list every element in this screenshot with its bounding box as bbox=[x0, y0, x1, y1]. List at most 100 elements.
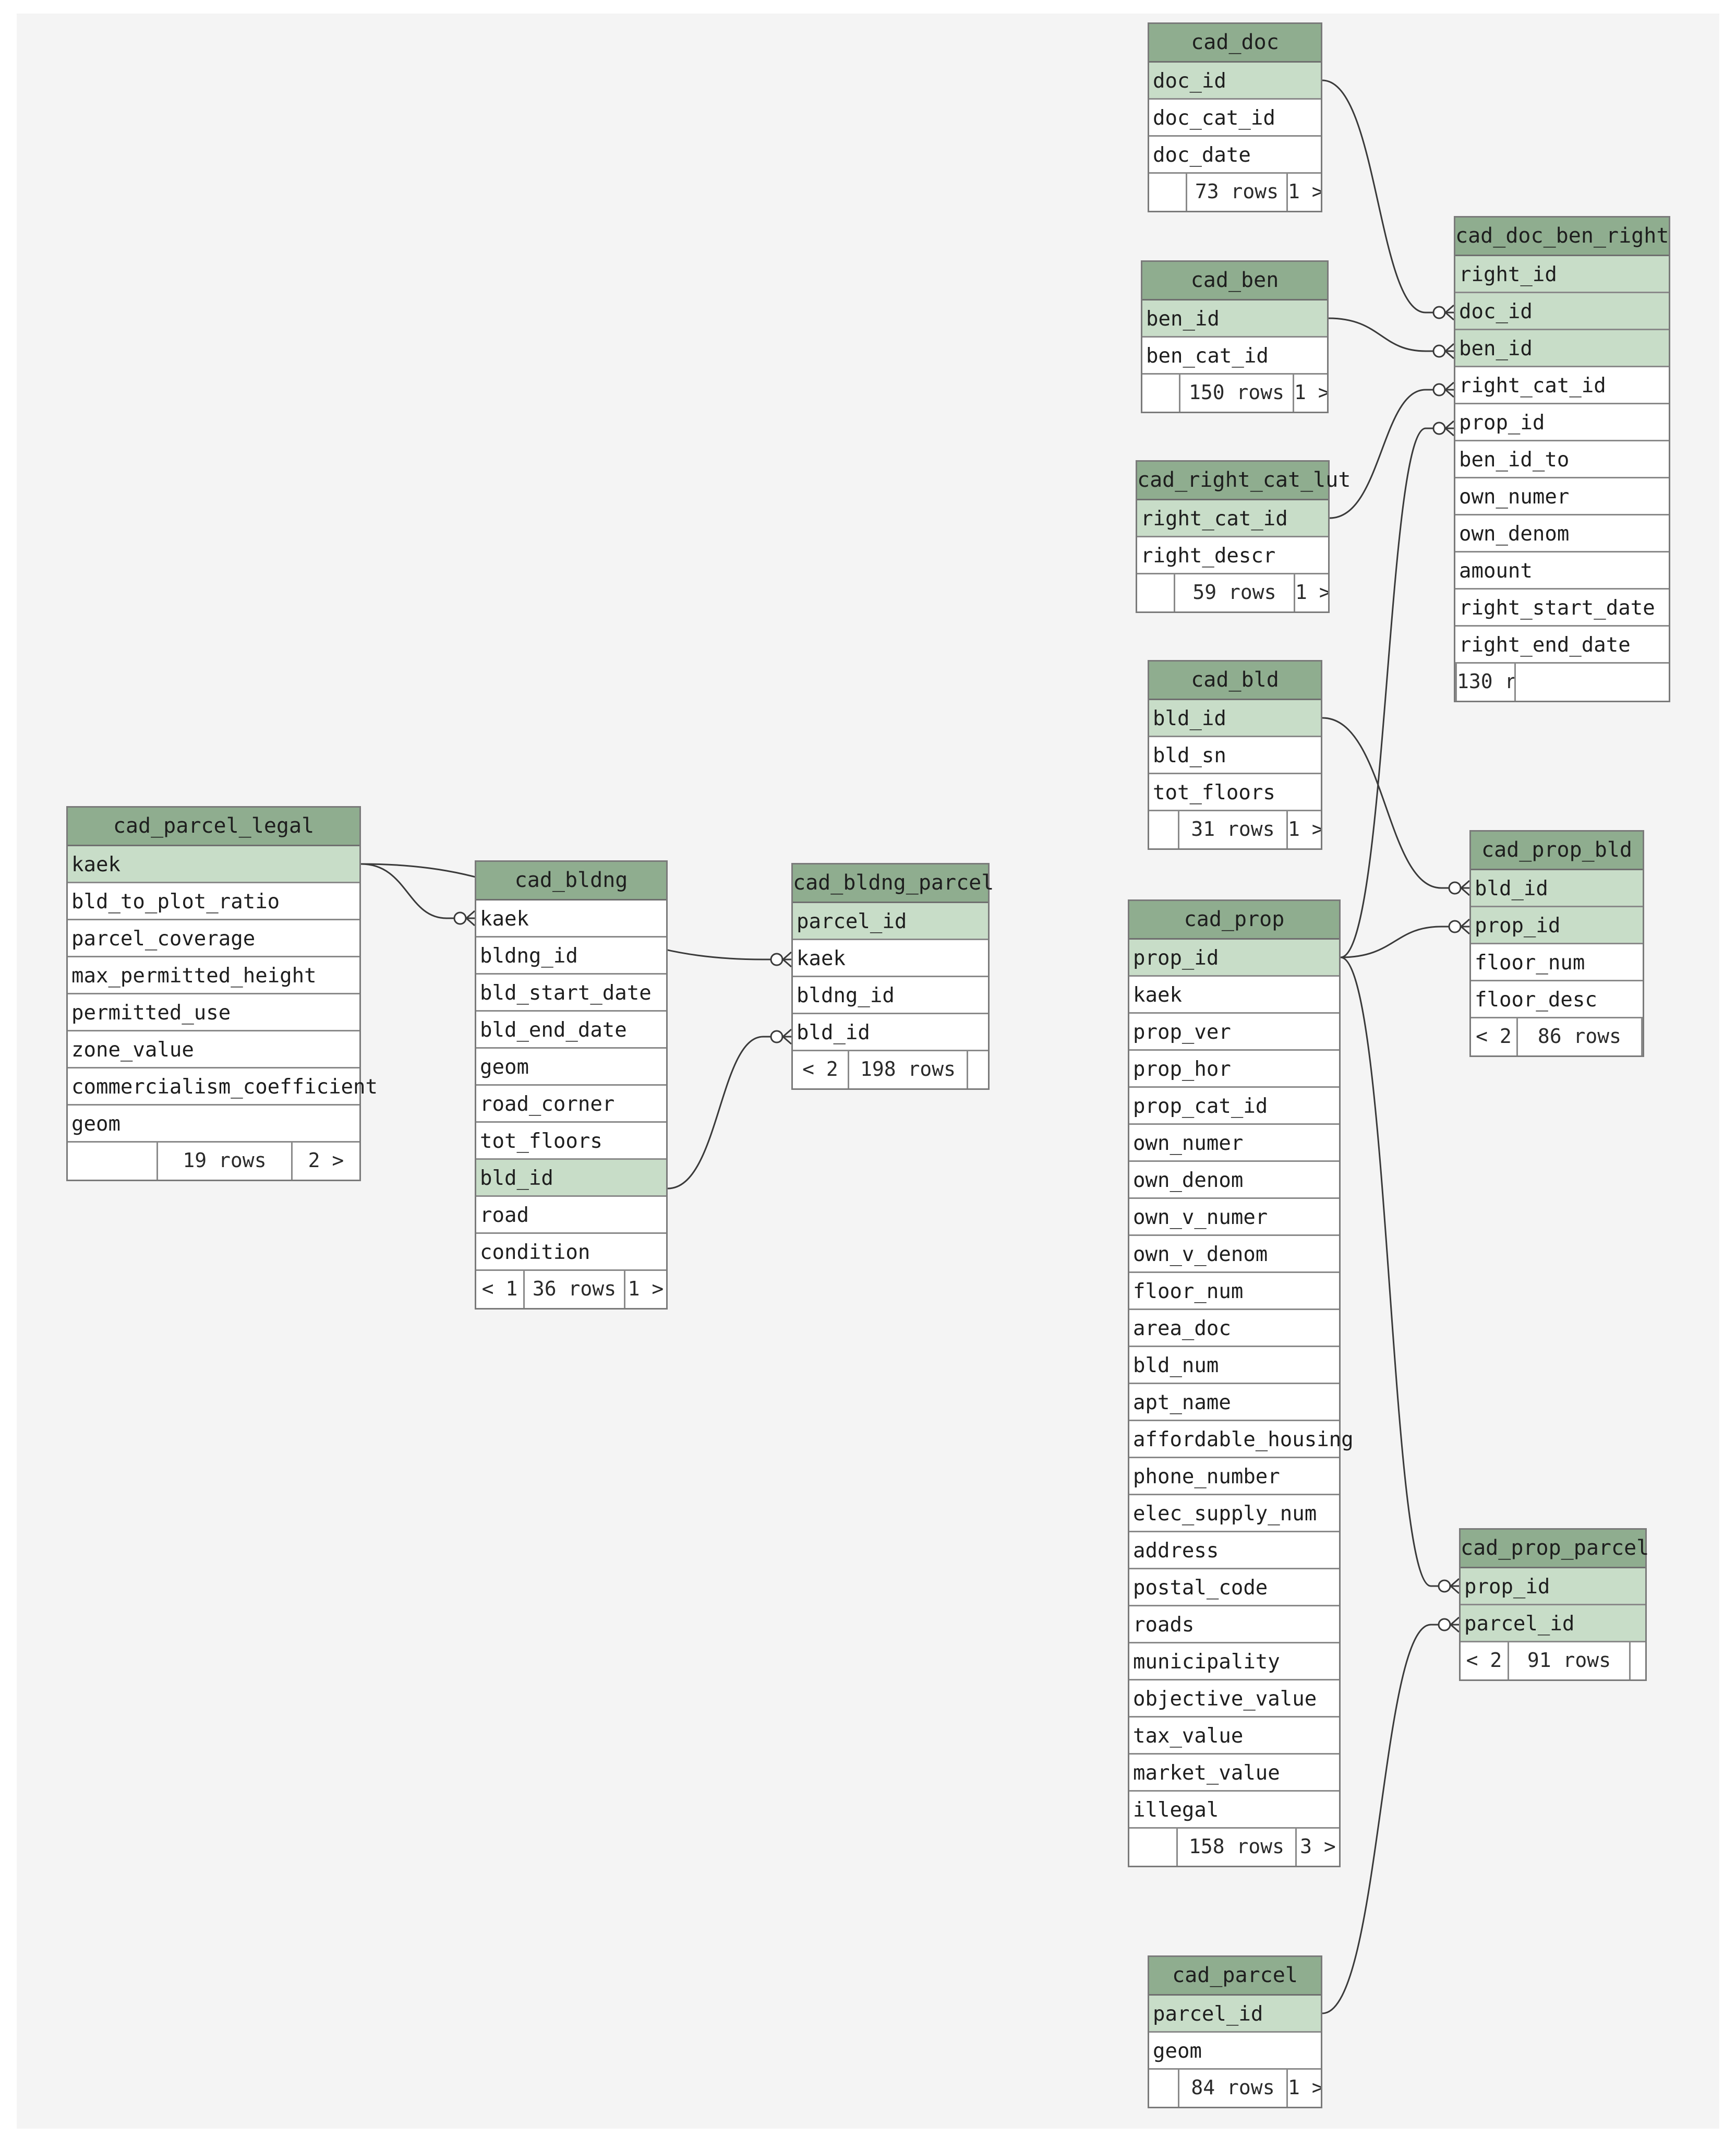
field-row[interactable]: own_v_denom bbox=[1129, 1236, 1339, 1273]
field-row[interactable]: prop_id bbox=[1129, 940, 1339, 977]
next-page-button[interactable] bbox=[968, 1051, 988, 1088]
prev-page-button[interactable] bbox=[1149, 174, 1187, 211]
field-row[interactable]: condition bbox=[476, 1234, 666, 1271]
field-row[interactable]: tax_value bbox=[1129, 1718, 1339, 1755]
next-page-button[interactable]: 1 > bbox=[628, 1277, 664, 1300]
next-page-button[interactable] bbox=[1516, 664, 1669, 701]
field-row[interactable]: right_descr bbox=[1137, 537, 1328, 574]
field-row[interactable]: postal_code bbox=[1129, 1569, 1339, 1606]
prev-page-button[interactable]: < 1 bbox=[476, 1271, 525, 1308]
field-row[interactable]: apt_name bbox=[1129, 1384, 1339, 1421]
field-row[interactable]: tot_floors bbox=[1149, 774, 1321, 811]
field-row[interactable]: bld_id bbox=[1149, 700, 1321, 737]
prev-page-button[interactable] bbox=[1129, 1829, 1178, 1866]
field-row[interactable]: bld_num bbox=[1129, 1347, 1339, 1384]
next-page-button[interactable]: 1 > bbox=[1288, 818, 1321, 841]
table-title[interactable]: cad_bld bbox=[1149, 662, 1321, 700]
field-row[interactable]: right_start_date bbox=[1455, 590, 1669, 627]
field-row[interactable]: kaek bbox=[1129, 977, 1339, 1014]
prev-page-button[interactable]: < 2 bbox=[1461, 1642, 1509, 1679]
field-row[interactable]: amount bbox=[1455, 553, 1669, 590]
field-row[interactable]: elec_supply_num bbox=[1129, 1495, 1339, 1532]
field-row[interactable]: right_cat_id bbox=[1455, 367, 1669, 404]
field-row[interactable]: road bbox=[476, 1197, 666, 1234]
field-row[interactable]: affordable_housing bbox=[1129, 1421, 1354, 1458]
table-title[interactable]: cad_right_cat_lut bbox=[1137, 462, 1351, 500]
field-row[interactable]: floor_num bbox=[1471, 944, 1643, 981]
field-row[interactable]: geom bbox=[1149, 2033, 1321, 2070]
field-row[interactable]: roads bbox=[1129, 1606, 1339, 1643]
field-row[interactable]: tot_floors bbox=[476, 1123, 666, 1160]
prev-page-button[interactable]: < 2 bbox=[793, 1051, 849, 1088]
field-row[interactable]: kaek bbox=[476, 901, 666, 938]
table-title[interactable]: cad_bldng_parcel bbox=[793, 865, 994, 903]
field-row[interactable]: max_permitted_height bbox=[68, 957, 359, 994]
field-row[interactable]: market_value bbox=[1129, 1755, 1339, 1792]
field-row[interactable]: bld_sn bbox=[1149, 737, 1321, 774]
table-title[interactable]: cad_prop_bld bbox=[1471, 832, 1643, 870]
field-row[interactable]: doc_id bbox=[1149, 63, 1321, 100]
field-row[interactable]: bld_id bbox=[1471, 870, 1643, 907]
field-row[interactable]: road_corner bbox=[476, 1086, 666, 1123]
table-title[interactable]: cad_bldng bbox=[476, 862, 666, 901]
table-title[interactable]: cad_doc_ben_right bbox=[1455, 218, 1669, 256]
field-row[interactable]: parcel_id bbox=[793, 903, 988, 940]
field-row[interactable]: doc_date bbox=[1149, 137, 1321, 174]
field-row[interactable]: municipality bbox=[1129, 1643, 1339, 1680]
field-row[interactable]: parcel_coverage bbox=[68, 920, 359, 957]
field-row[interactable]: prop_cat_id bbox=[1129, 1088, 1339, 1125]
field-row[interactable]: bld_id bbox=[793, 1014, 988, 1051]
next-page-button[interactable]: 1 > bbox=[1295, 581, 1328, 604]
field-row[interactable]: bld_id bbox=[476, 1160, 666, 1197]
next-page-button[interactable] bbox=[1631, 1642, 1645, 1679]
field-row[interactable]: own_numer bbox=[1129, 1125, 1339, 1162]
field-row[interactable]: right_cat_id bbox=[1137, 500, 1328, 537]
field-row[interactable]: prop_id bbox=[1461, 1568, 1645, 1605]
prev-page-button[interactable] bbox=[1137, 574, 1175, 611]
field-row[interactable]: floor_num bbox=[1129, 1273, 1339, 1310]
field-row[interactable]: bldng_id bbox=[793, 977, 988, 1014]
field-row[interactable]: doc_cat_id bbox=[1149, 100, 1321, 137]
field-row[interactable]: own_denom bbox=[1455, 515, 1669, 553]
field-row[interactable]: address bbox=[1129, 1532, 1339, 1569]
prev-page-button[interactable] bbox=[1149, 2070, 1179, 2107]
next-page-button[interactable]: 3 > bbox=[1300, 1835, 1336, 1858]
prev-page-button[interactable]: < 2 bbox=[1471, 1018, 1518, 1055]
field-row[interactable]: own_v_numer bbox=[1129, 1199, 1339, 1236]
field-row[interactable]: parcel_id bbox=[1461, 1605, 1645, 1642]
field-row[interactable]: bldng_id bbox=[476, 938, 666, 975]
prev-page-button[interactable] bbox=[68, 1143, 158, 1180]
table-title[interactable]: cad_parcel_legal bbox=[68, 808, 359, 846]
field-row[interactable]: bld_end_date bbox=[476, 1012, 666, 1049]
field-row[interactable]: area_doc bbox=[1129, 1310, 1339, 1347]
field-row[interactable]: bld_to_plot_ratio bbox=[68, 883, 359, 920]
prev-page-button[interactable] bbox=[1149, 811, 1179, 848]
field-row[interactable]: prop_id bbox=[1455, 404, 1669, 441]
field-row[interactable]: geom bbox=[68, 1106, 359, 1143]
field-row[interactable]: parcel_id bbox=[1149, 1996, 1321, 2033]
prev-page-button[interactable] bbox=[1142, 375, 1180, 412]
field-row[interactable]: bld_start_date bbox=[476, 975, 666, 1012]
field-row[interactable]: prop_id bbox=[1471, 907, 1643, 944]
field-row[interactable]: permitted_use bbox=[68, 994, 359, 1031]
next-page-button[interactable]: 2 > bbox=[308, 1149, 344, 1172]
table-title[interactable]: cad_parcel bbox=[1149, 1957, 1321, 1996]
next-page-button[interactable]: 1 > bbox=[1288, 180, 1321, 203]
field-row[interactable]: illegal bbox=[1129, 1792, 1339, 1829]
field-row[interactable]: objective_value bbox=[1129, 1680, 1339, 1718]
table-title[interactable]: cad_ben bbox=[1142, 262, 1327, 301]
next-page-button[interactable]: 1 > bbox=[1294, 381, 1327, 404]
field-row[interactable]: floor_desc bbox=[1471, 981, 1643, 1018]
field-row[interactable]: ben_id bbox=[1455, 330, 1669, 367]
